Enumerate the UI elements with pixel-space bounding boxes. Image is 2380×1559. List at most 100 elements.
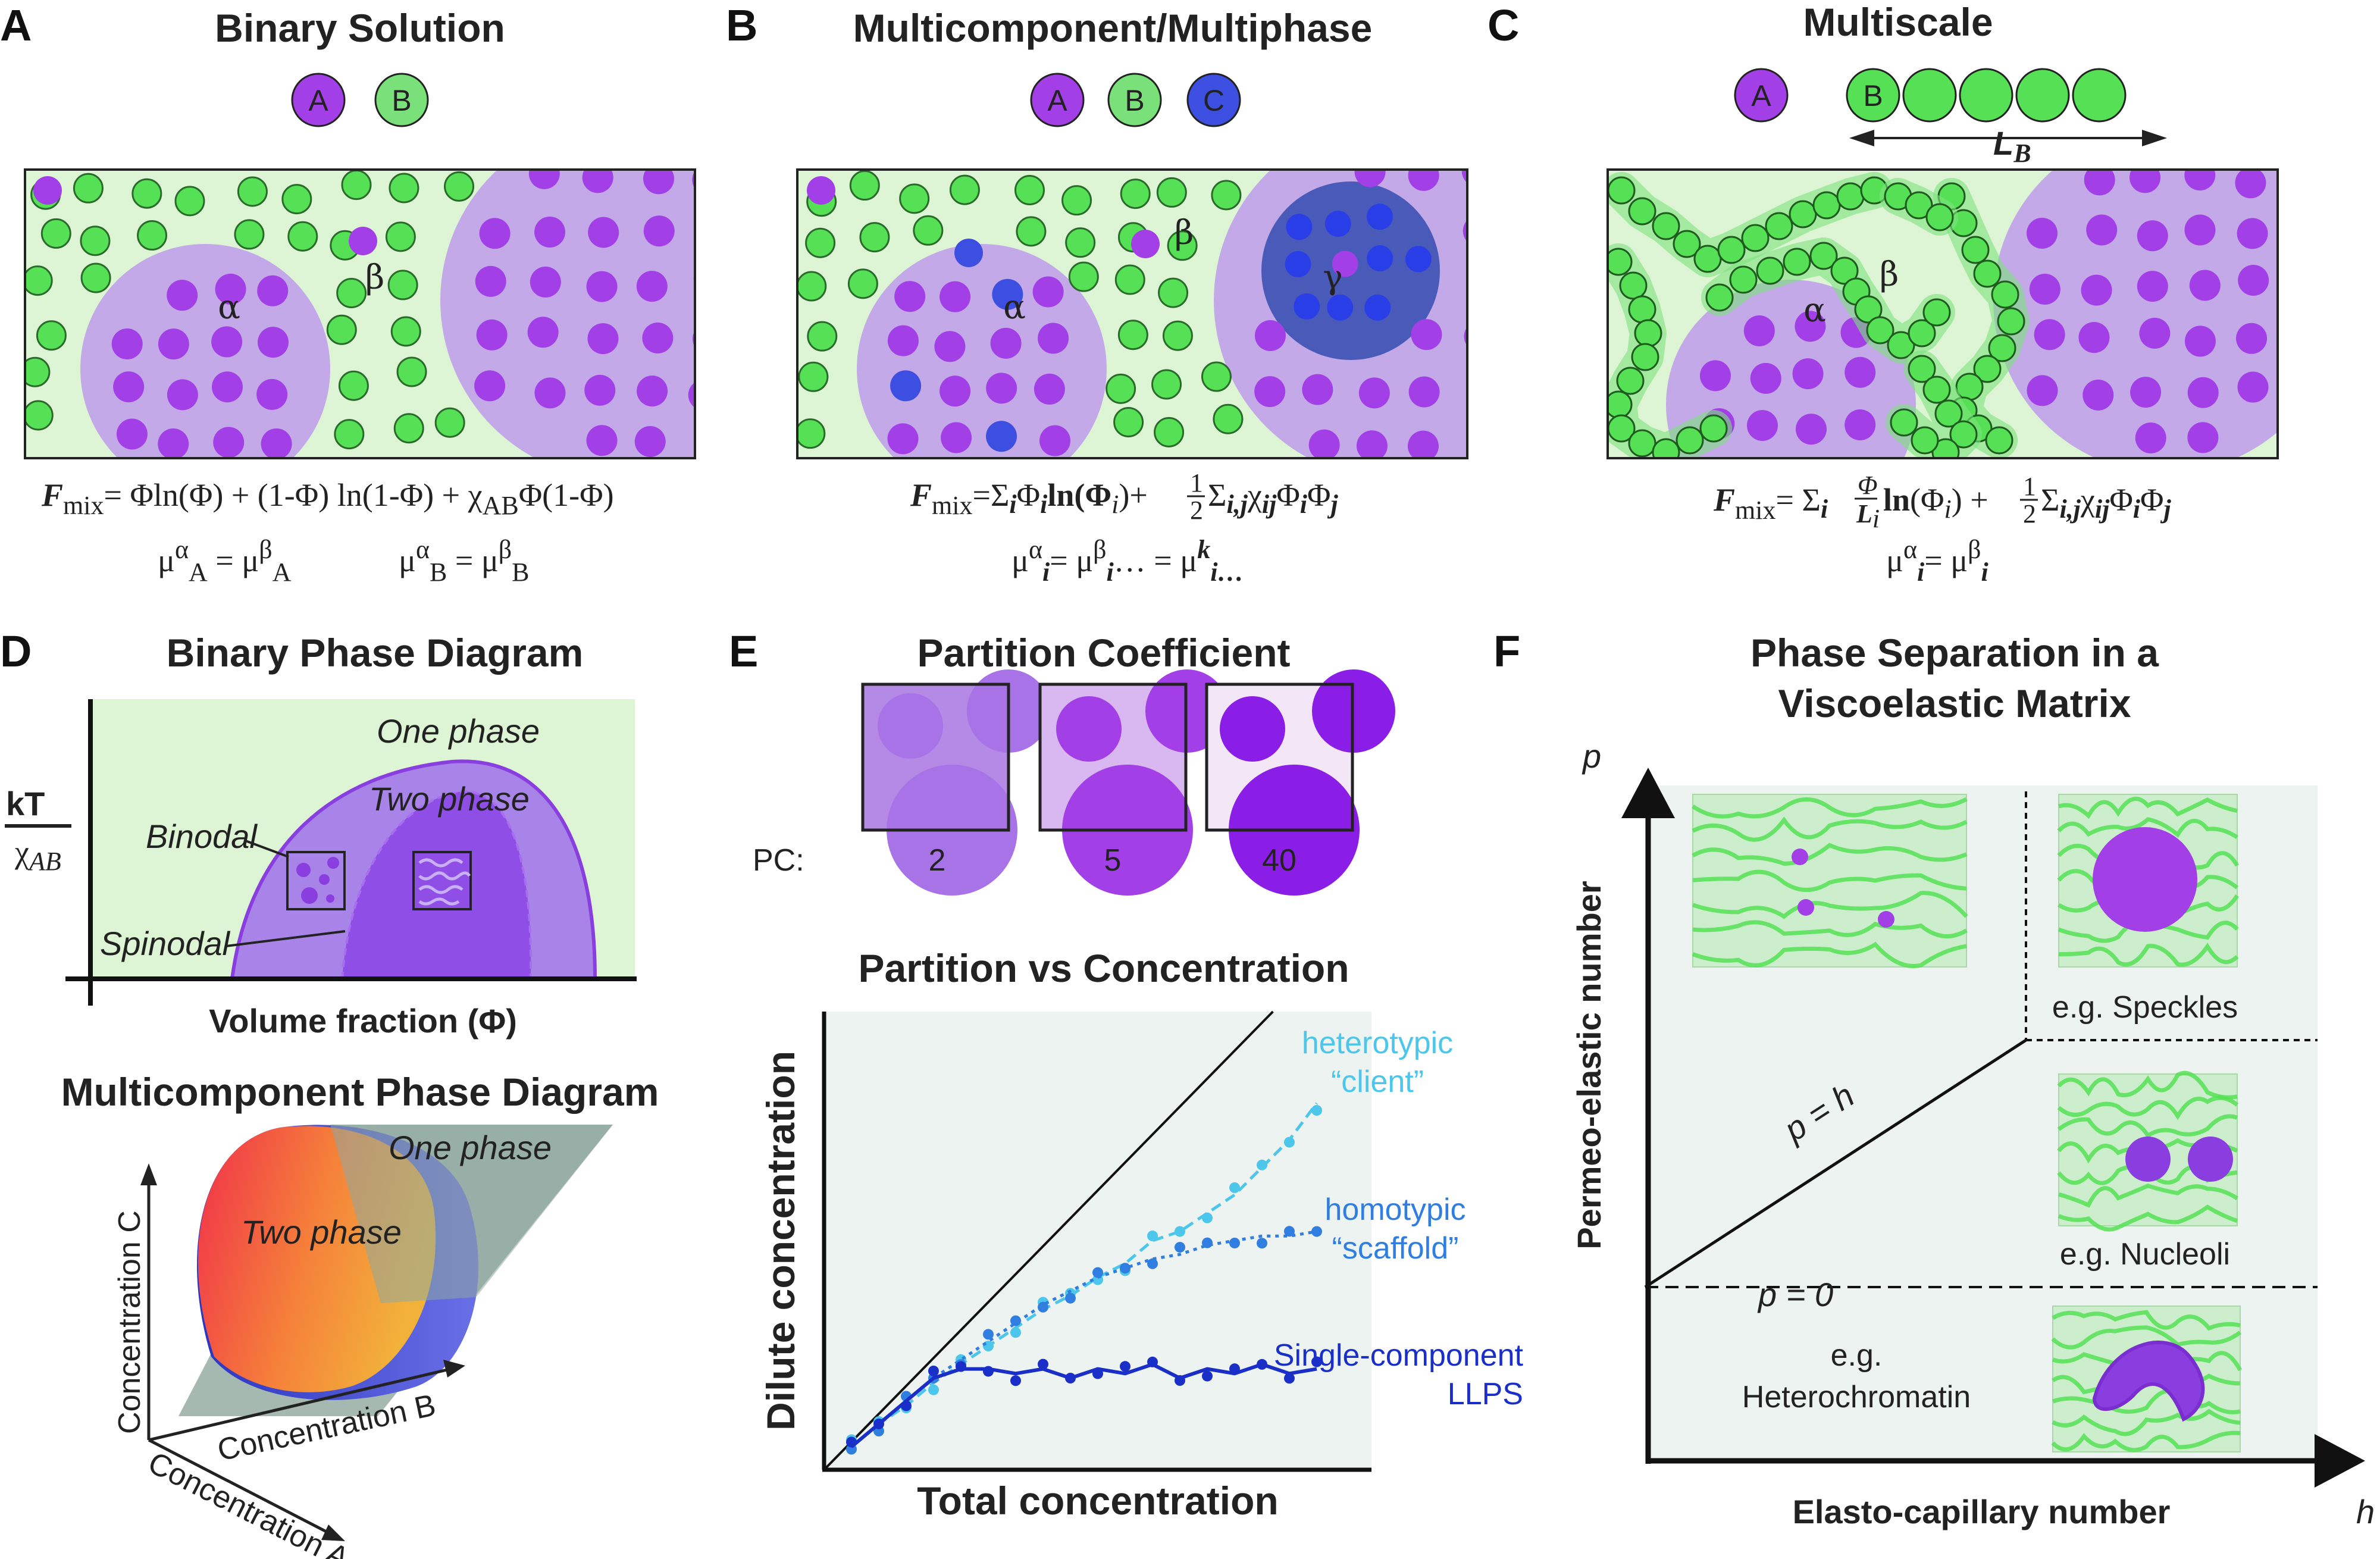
solute-particle — [167, 280, 198, 311]
two-phase-label: Two phase — [369, 780, 530, 818]
pc-value-2: 2 — [929, 843, 946, 878]
solvent-particle — [1154, 417, 1185, 447]
solvent-particle — [797, 418, 826, 449]
alpha-droplet — [80, 244, 330, 458]
solute-particle — [530, 267, 561, 298]
data-point-2 — [901, 1400, 912, 1411]
solute-particle — [2137, 271, 2168, 302]
polymer-bead — [1652, 438, 1680, 458]
matrix-tile-top-left — [1692, 794, 1968, 968]
polymer-bead — [1985, 426, 2013, 455]
data-point-0 — [1175, 1226, 1185, 1237]
data-point-1 — [1147, 1258, 1158, 1269]
legend-ball-a: A — [1030, 73, 1085, 127]
chemical-potential-b: μαi= μβi… = μki… — [1012, 535, 1244, 587]
polymer-bead — [1809, 242, 1838, 270]
polymer-bead — [1931, 438, 1960, 458]
solute-particle — [2238, 265, 2269, 296]
dense-phase-region — [440, 170, 695, 458]
solute-particle — [1844, 356, 1876, 388]
pc-value-5: 5 — [1104, 843, 1122, 878]
polymer-bead — [1789, 200, 1817, 228]
legend-ball-a-label: A — [1751, 79, 1771, 112]
polymer-bead — [1608, 390, 1633, 419]
solute-particle — [586, 271, 618, 302]
matrix-fiber — [1692, 869, 1967, 893]
matrix-fiber — [2057, 817, 2238, 840]
solute-particle — [2139, 318, 2171, 349]
svg-text:Fmix=ΣiΦiln(Φi)+: Fmix=ΣiΦiln(Φi)+ — [910, 477, 1148, 520]
data-point-2 — [983, 1366, 994, 1377]
legend-ball-b: B — [374, 73, 429, 127]
data-point-2 — [1092, 1368, 1103, 1379]
phase-beta-label: β — [1175, 214, 1194, 252]
polymer-bead — [1634, 319, 1662, 348]
solvent-particle — [1158, 277, 1189, 308]
polymer-chain-b-label: B — [1863, 79, 1883, 112]
polymer-bead — [1765, 212, 1793, 240]
spinodal-inset — [412, 851, 472, 910]
polymer-bead — [1705, 283, 1734, 312]
pc-swatch-5 — [1038, 669, 1229, 896]
client-particle — [1324, 211, 1351, 237]
polymer-bead — [1934, 399, 1963, 428]
nucleolus-droplet — [2188, 1137, 2233, 1182]
data-point-0 — [928, 1384, 939, 1395]
legend-ball-a-label: A — [308, 84, 328, 117]
polymer-bead — [1836, 182, 1865, 211]
half-numerator: 1 — [2023, 472, 2036, 501]
polymer-bead — [1908, 355, 1936, 383]
panel-d: D Binary Phase Diagram One phase Two pha… — [0, 627, 659, 1559]
solute-particle — [474, 370, 506, 402]
polymer-bead — [1699, 414, 1728, 443]
alpha-droplet — [857, 244, 1107, 458]
matrix-fiber — [2058, 797, 2238, 819]
solvent-particle — [326, 314, 357, 345]
svg-text:μαA = μβA: μαA = μβA — [158, 535, 292, 587]
solute-particle — [211, 326, 243, 358]
phase-alpha-label: α — [1803, 291, 1826, 330]
solvent-particle — [1061, 185, 1092, 216]
half-denominator: 2 — [1190, 496, 1203, 525]
solute-particle — [692, 330, 695, 348]
solvent-particle — [798, 361, 829, 392]
data-point-1 — [1284, 1226, 1295, 1237]
solvent-particle — [334, 419, 365, 450]
solute-particle — [586, 425, 618, 456]
solute-particle — [2078, 322, 2110, 353]
solute-particle — [986, 372, 1017, 404]
solvent-particle — [25, 265, 53, 296]
solute-particle — [887, 325, 919, 356]
solute-particle — [749, 324, 779, 355]
data-point-1 — [1120, 1263, 1130, 1274]
solute-particle — [167, 379, 198, 411]
polymer-bead — [1628, 429, 1656, 458]
solvent-particle — [80, 262, 111, 293]
pc-label: PC: — [753, 843, 804, 878]
panel-letter-c: C — [1488, 1, 1519, 50]
fraction-numerator: Φ — [1858, 471, 1878, 500]
solvent-particle — [807, 321, 838, 352]
speckle-droplet — [2093, 827, 2197, 932]
solute-particle — [941, 422, 972, 453]
polymer-bead — [1812, 191, 1841, 220]
one-phase-label: One phase — [377, 712, 540, 750]
polymer-bead — [1997, 307, 2025, 336]
solute-particle — [986, 421, 1017, 452]
data-point-2 — [1202, 1370, 1213, 1382]
matrix-fiber — [1692, 891, 1968, 919]
solute-particle — [2081, 274, 2112, 306]
solute-particle — [479, 218, 511, 249]
data-point-2 — [1038, 1358, 1048, 1370]
p-equals-zero-label: p = 0 — [1757, 1276, 1833, 1313]
phase-alpha-label: α — [1003, 288, 1026, 327]
pc-value-40: 40 — [1262, 843, 1297, 878]
matrix-fiber — [2058, 1204, 2238, 1232]
matrix-fiber — [2052, 1310, 2241, 1331]
solute-particle — [692, 171, 695, 189]
solvent-particle — [1068, 261, 1099, 292]
polymer-bead — [1673, 230, 1701, 258]
polymer-bead — [1949, 420, 1978, 449]
solvent-particle — [847, 268, 878, 299]
polymer-bead — [1922, 298, 1951, 327]
